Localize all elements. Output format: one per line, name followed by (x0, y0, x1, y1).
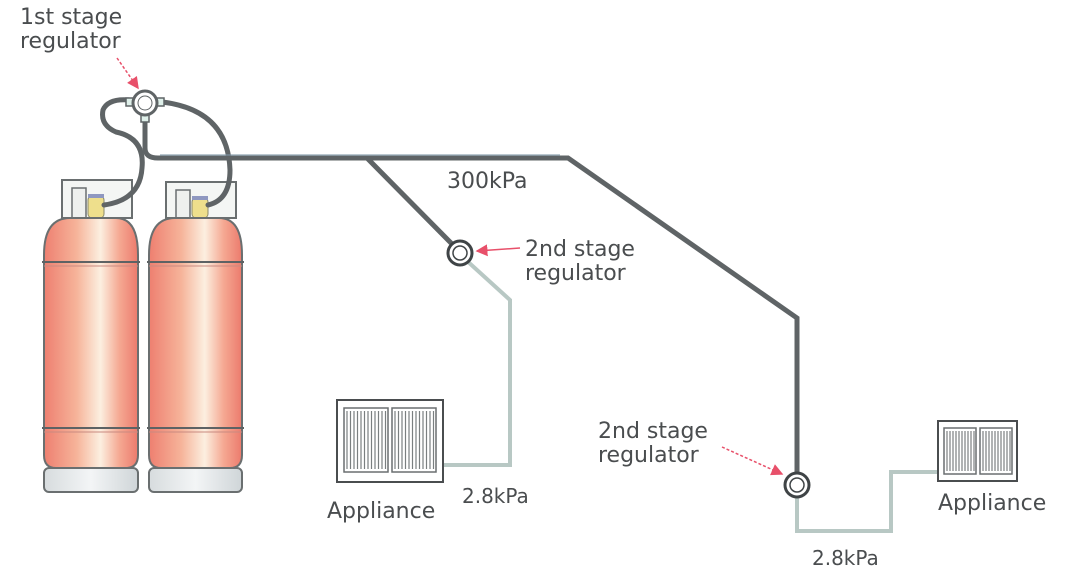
high-pressure-pipe-branch (365, 156, 454, 246)
low-pressure-pipe-2 (795, 470, 938, 533)
appliance-grille (346, 411, 435, 469)
cylinder-body (148, 217, 243, 469)
cylinder-valve (191, 197, 209, 219)
label-appliance-1: Appliance (327, 499, 436, 524)
second-stage-regulator-1 (446, 239, 474, 267)
label-high-pressure: 300kPa (447, 169, 528, 194)
label-second-stage-regulator-2: 2nd stage regulator (598, 419, 708, 468)
label-low-pressure-2: 2.8kPa (812, 546, 879, 570)
callout-arrow-second-stage-1 (475, 244, 521, 257)
label-first-stage-regulator: 1st stage regulator (20, 5, 123, 54)
pigtail-hose-2 (159, 99, 233, 208)
first-stage-regulator (125, 89, 165, 123)
callout-arrow-first-stage (116, 57, 139, 90)
callout-arrow-second-stage-2 (721, 446, 784, 476)
gas-cylinder-2 (147, 181, 244, 493)
appliance-1-heater (336, 399, 444, 483)
label-low-pressure-1: 2.8kPa (462, 484, 529, 508)
cylinder-base (148, 467, 243, 493)
pigtail-hose-1 (100, 97, 145, 208)
cylinder-base (43, 467, 139, 493)
cylinder-body (43, 217, 139, 469)
label-second-stage-regulator-1: 2nd stage regulator (525, 237, 635, 286)
gas-cylinder-1 (42, 179, 140, 493)
low-pressure-pipe-1 (443, 258, 512, 467)
second-stage-regulator-2 (783, 471, 811, 499)
appliance-2-heater (937, 420, 1018, 482)
label-appliance-2: Appliance (938, 491, 1047, 516)
cylinder-valve (87, 195, 105, 219)
high-pressure-pipe-main (142, 120, 800, 474)
appliance-grille (946, 431, 1011, 471)
